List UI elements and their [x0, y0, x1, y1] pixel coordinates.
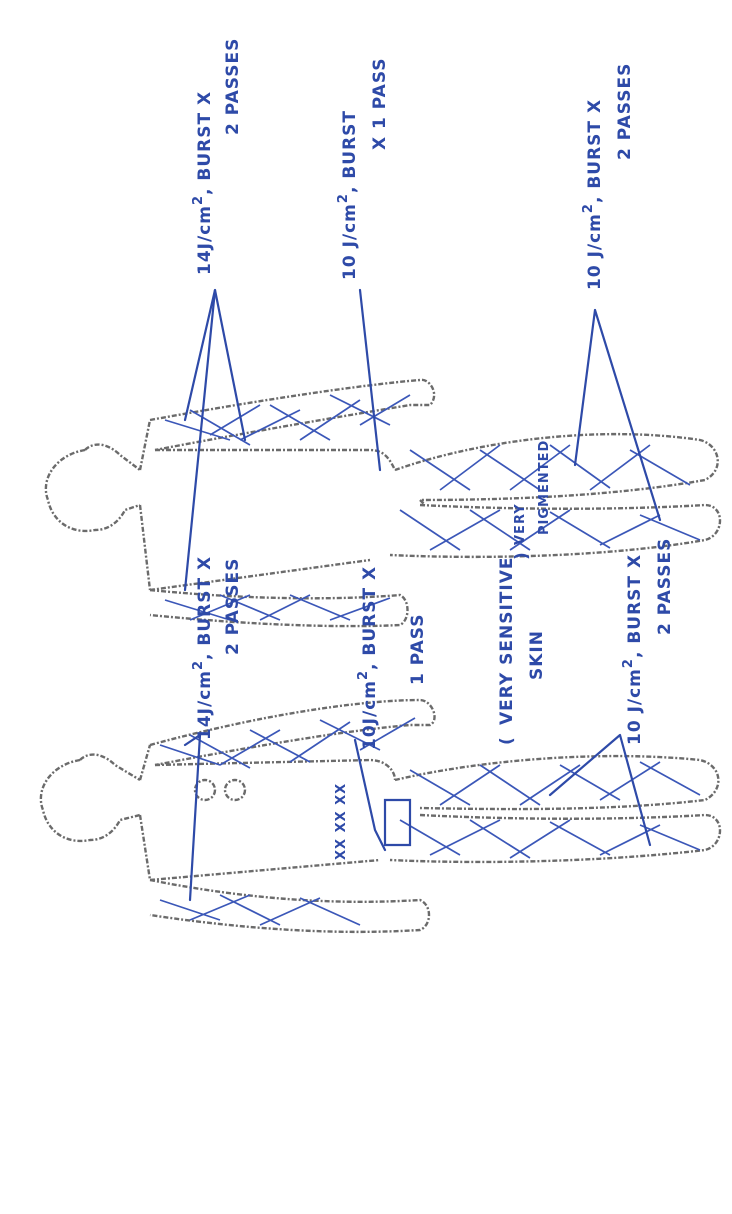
- figure-bottom-leg-upper: [395, 756, 718, 809]
- bottom-upper-line1: 14J/cm: [195, 670, 215, 740]
- bottom-upper-line1b: , BURST X: [195, 556, 215, 660]
- bottom-note-line2: SKIN: [527, 630, 547, 680]
- bottom-middle-line1b: , BURST X: [360, 566, 380, 670]
- bottom-lower-line2: 2 PASSES: [655, 538, 675, 635]
- top-lower-line1b: , BURST X: [585, 99, 605, 203]
- bottom-middle-sup: 2: [356, 670, 371, 680]
- bottom-note-line3: VERY: [513, 503, 528, 545]
- bottom-middle-line1: 10J/cm: [360, 680, 380, 750]
- bottom-upper-line2: 2 PASSES: [223, 558, 243, 655]
- svg-text:14J/cm2, BURST X: 14J/cm2, BURST X: [191, 91, 215, 275]
- top-lower-line1: 10 J/cm: [585, 213, 605, 290]
- top-upper-line1b: , BURST X: [195, 91, 215, 195]
- bottom-note-open: (: [497, 736, 517, 745]
- bottom-annotation-middle: 10J/cm2, BURST X 1 PASS: [356, 566, 428, 750]
- svg-text:XX XX XX: XX XX XX: [334, 783, 349, 860]
- svg-text:10 J/cm2, BURST: 10 J/cm2, BURST: [336, 110, 360, 280]
- top-annotation-upper: 14J/cm2, BURST X 2 PASSES: [191, 38, 243, 275]
- top-lower-sup: 2: [581, 203, 596, 213]
- figure-top-head: [46, 450, 140, 531]
- top-middle-line1b: , BURST: [340, 110, 360, 193]
- bottom-note-close: ): [512, 551, 532, 560]
- svg-text:10J/cm2, BURST X: 10J/cm2, BURST X: [356, 566, 380, 750]
- bottom-lower-sup: 2: [621, 658, 636, 668]
- top-lower-line2: 2 PASSES: [615, 63, 635, 160]
- bottom-upper-sup: 2: [191, 660, 206, 670]
- bottom-note-line1: VERY SENSITIVE: [497, 556, 517, 725]
- figure-bottom-arm-lower: [150, 880, 429, 932]
- top-upper-line1: 14J/cm: [195, 205, 215, 275]
- bottom-middle-line2: 1 PASS: [408, 613, 428, 685]
- bottom-note: ( VERY SENSITIVE SKIN ) VERY PIGMENTED: [497, 440, 552, 745]
- svg-text:10 J/cm2, BURST X: 10 J/cm2, BURST X: [581, 99, 605, 290]
- top-middle-line2: X 1 PASS: [370, 57, 390, 150]
- top-annotation-middle: 10 J/cm2, BURST X 1 PASS: [336, 57, 390, 280]
- top-middle-line1: 10 J/cm: [340, 203, 360, 280]
- bottom-annotation-upper: 14J/cm2, BURST X 2 PASSES: [191, 556, 243, 740]
- bottom-lower-line1: 10 J/cm: [625, 668, 645, 745]
- bottom-annotation-lower: 10 J/cm2, BURST X 2 PASSES: [621, 538, 675, 745]
- top-upper-line2: 2 PASSES: [223, 38, 243, 135]
- figure-bottom-body: [41, 700, 720, 932]
- svg-text:14J/cm2, BURST X: 14J/cm2, BURST X: [191, 556, 215, 740]
- bottom-marks: XX XX XX: [334, 783, 349, 860]
- bottom-note-line4: PIGMENTED: [537, 440, 552, 535]
- top-annotation-lower: 10 J/cm2, BURST X 2 PASSES: [581, 63, 635, 290]
- figure-top-leg-upper: [395, 434, 718, 500]
- svg-text:10 J/cm2, BURST X: 10 J/cm2, BURST X: [621, 554, 645, 745]
- top-upper-sup: 2: [191, 195, 206, 205]
- bottom-lower-line1b: , BURST X: [625, 554, 645, 658]
- figure-top-body: [46, 290, 720, 626]
- top-middle-sup: 2: [336, 193, 351, 203]
